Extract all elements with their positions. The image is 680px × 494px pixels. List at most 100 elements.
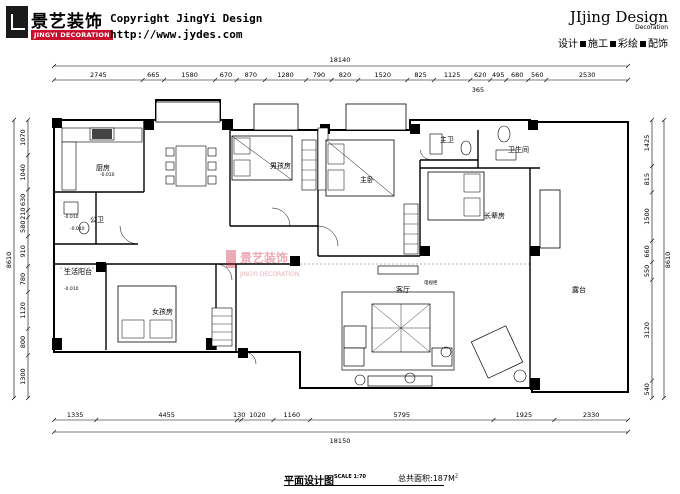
service-design: 设计: [558, 39, 578, 50]
dim-tick: [140, 77, 145, 83]
area-label: 总共面积:: [398, 474, 433, 483]
dim-tick: [649, 163, 655, 169]
left-dim-1: 1040: [19, 164, 27, 181]
dim-tick: [488, 77, 493, 83]
footer: 平面设计图 SCALE 1:70 总共面积:187M2: [0, 470, 680, 494]
right-dim-3: 660: [643, 245, 651, 257]
room-boys-room: 男孩房: [270, 161, 291, 170]
dim-tick: [51, 417, 57, 423]
left-dim-8: 800: [19, 336, 27, 348]
dim-tick: [649, 395, 655, 401]
dim-tick: [649, 378, 655, 383]
dim-tick: [262, 77, 268, 83]
top-dim-5: 1280: [277, 71, 294, 79]
top-dim-1: 665: [147, 71, 159, 79]
svg-text:JINGYI DECORATION: JINGYI DECORATION: [239, 271, 299, 278]
top-dim-13: 680: [511, 71, 523, 79]
brand-sub: Decoration: [635, 24, 668, 31]
dim-tick: [625, 63, 631, 69]
service-paint: 彩绘: [618, 39, 638, 50]
top-dim-14: 560: [531, 71, 543, 79]
bottom-dim-1: 4455: [158, 411, 175, 419]
top-total-dim: 18140: [330, 56, 351, 64]
dim-tick: [504, 77, 509, 83]
dim-tick: [625, 77, 631, 83]
dim-tick: [552, 417, 557, 423]
right-total-dim: 8610: [664, 252, 672, 269]
level-bath2: -0.040: [70, 226, 85, 232]
dim-tick: [491, 417, 496, 423]
dim-tick: [51, 429, 57, 435]
header: 景艺装饰 JINGYI DECORATION Copyright JingYi …: [0, 0, 680, 50]
copyright: Copyright JingYi Design: [110, 12, 263, 25]
dim-tick: [11, 395, 17, 401]
plan-scale: SCALE 1:70: [334, 474, 366, 480]
top-dim-3: 670: [220, 71, 232, 79]
dim-tick: [405, 77, 410, 83]
bottom-dim-5: 5795: [394, 411, 411, 419]
top-dim-4: 870: [245, 71, 257, 79]
services: 设计施工彩绘配饰: [558, 35, 668, 50]
square-icon: [610, 41, 616, 47]
plan-area: 总共面积:187M2: [398, 473, 458, 484]
top-dim-12: 495: [492, 71, 504, 79]
dim-tick: [625, 417, 631, 423]
left-dim-3: 210: [19, 207, 27, 219]
square-icon: [640, 41, 646, 47]
square-icon: [580, 41, 586, 47]
service-decor: 配饰: [648, 39, 668, 50]
left-dim-4: 580: [19, 221, 27, 233]
area-value: 187M: [432, 474, 455, 483]
dim-tick: [212, 77, 218, 83]
bottom-dim-4: 1160: [284, 411, 301, 419]
top-dim-15: 2530: [579, 71, 596, 79]
dim-tick: [239, 417, 244, 423]
room-bath: 卫生间: [508, 145, 529, 154]
bottom-dim-0: 1335: [67, 411, 84, 419]
left-dim-2: 630: [19, 194, 27, 206]
dim-tick: [25, 326, 31, 332]
right-dim-4: 550: [643, 265, 651, 277]
dim-tick: [625, 429, 631, 435]
dim-tick: [526, 77, 531, 83]
brand-block: JIjing Design Decoration 设计施工彩绘配饰: [558, 8, 668, 50]
dim-tick: [544, 77, 549, 83]
dim-tick: [51, 63, 57, 69]
dim-tick: [25, 208, 31, 213]
bottom-dim-7: 2330: [583, 411, 600, 419]
left-dim-9: 1300: [19, 368, 27, 385]
svg-text:景艺装饰: 景艺装饰: [240, 250, 288, 265]
room-public-bath: 公卫: [90, 216, 104, 224]
top-dim-6: 790: [313, 71, 325, 79]
room-master: 主卧: [360, 175, 374, 184]
title-underline: [284, 485, 444, 486]
dim-tick: [25, 289, 31, 295]
room-tv-cabinet: 电视柜: [424, 279, 438, 286]
dim-tick: [431, 77, 437, 83]
dim-tick: [25, 264, 31, 269]
level-bath: -0.010: [64, 214, 79, 220]
dim-tick: [25, 395, 31, 401]
level-kitchen: -0.010: [100, 172, 115, 178]
room-kitchen: 厨房: [96, 163, 110, 172]
left-dim-5: 910: [19, 245, 27, 257]
right-dim-1: 815: [643, 173, 651, 185]
dim-tick: [307, 417, 313, 423]
room-terrace: 露台: [572, 285, 586, 294]
website-url[interactable]: http://www.jydes.com: [110, 28, 243, 41]
right-dim-6: 540: [643, 383, 651, 395]
dim-tick: [25, 187, 31, 192]
left-dim-7: 1120: [19, 302, 27, 319]
dim-tick: [649, 277, 655, 283]
top-dim-11: 620: [474, 71, 486, 79]
left-dim-0: 1070: [19, 129, 27, 146]
area-unit-sup: 2: [454, 473, 459, 480]
dim-tick: [468, 77, 473, 83]
top-dim-10: 1125: [444, 71, 461, 79]
bottom-dim-3: 1020: [249, 411, 266, 419]
right-dim-2: 1500: [643, 208, 651, 225]
bottom-total-dim: 18150: [330, 437, 351, 445]
dim-tick: [234, 417, 240, 423]
dim-tick: [649, 117, 655, 123]
